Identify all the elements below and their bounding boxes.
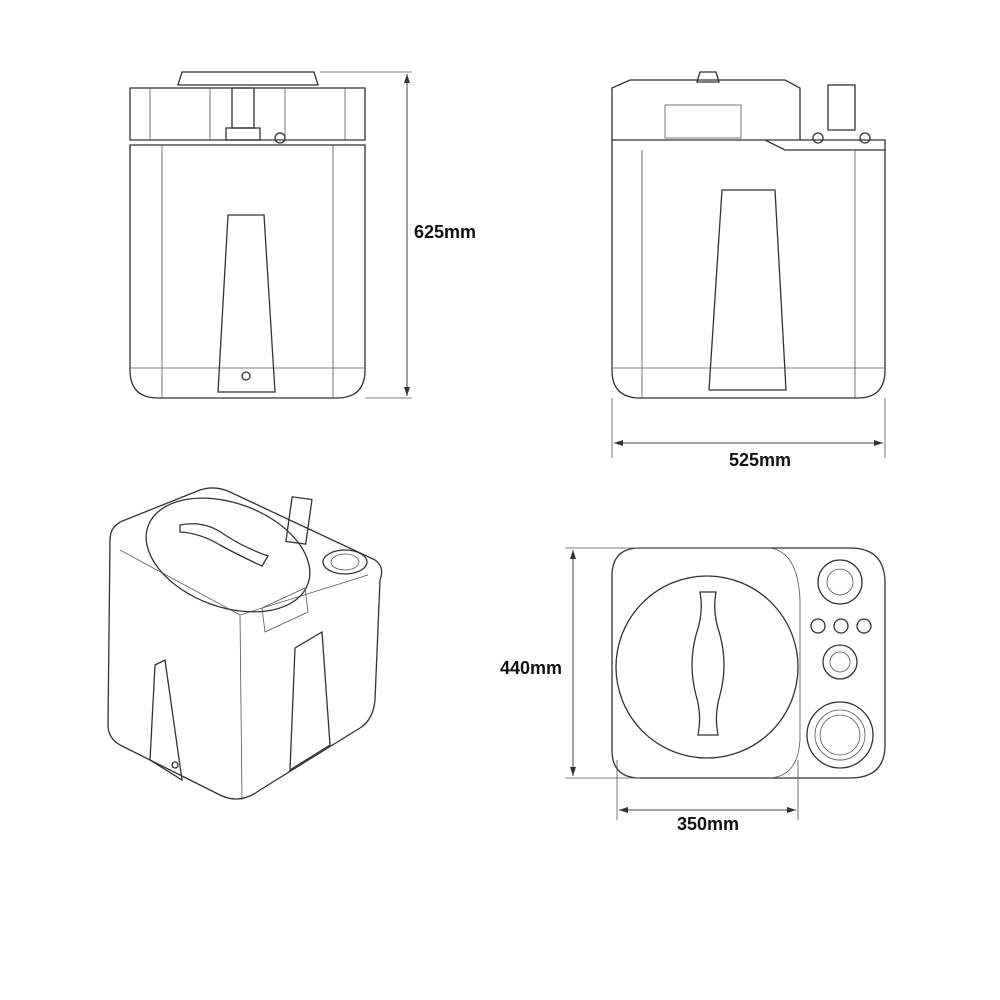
front-view [129, 71, 366, 399]
side-view [611, 71, 886, 399]
width-dimension [611, 398, 886, 458]
width-label: 525mm [729, 450, 792, 470]
isometric-view [107, 487, 383, 801]
depth-label: 440mm [500, 658, 563, 678]
height-label: 625mm [414, 222, 477, 242]
lid-width-label: 350mm [677, 814, 740, 834]
top-view [611, 547, 886, 779]
height-dimension [320, 71, 412, 399]
lid-width-dimension [616, 760, 799, 820]
depth-dimension [565, 547, 640, 779]
